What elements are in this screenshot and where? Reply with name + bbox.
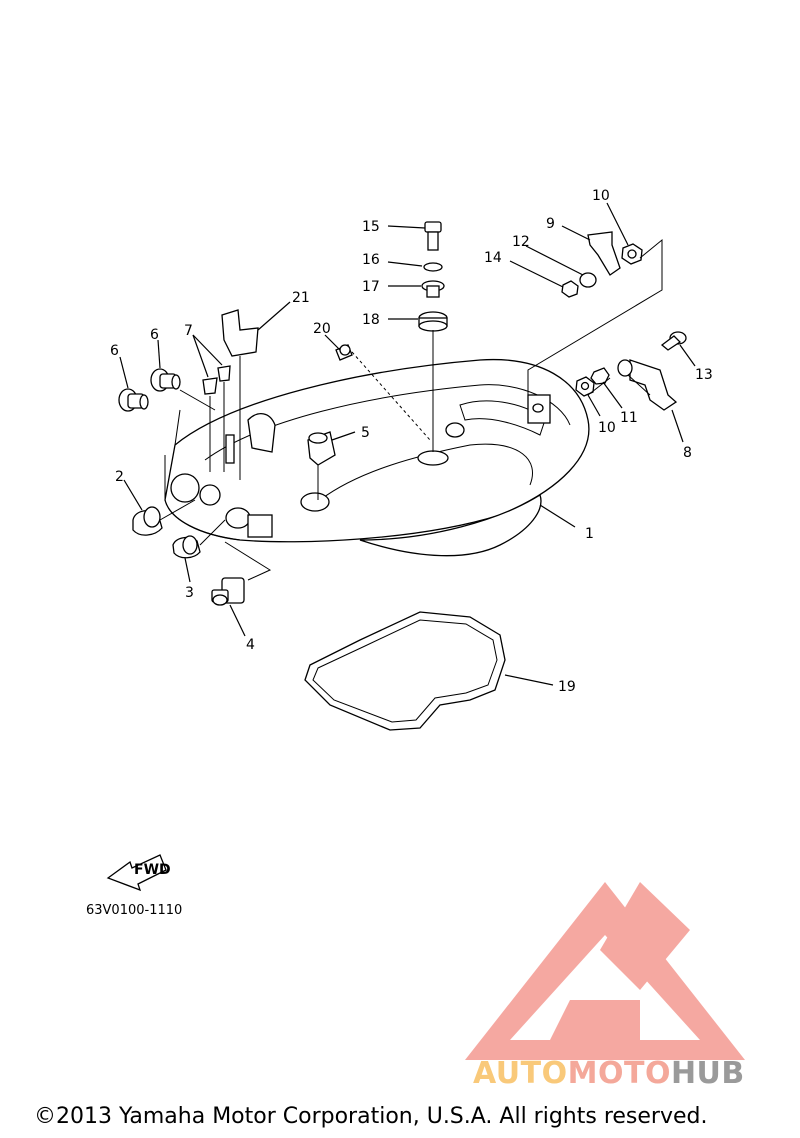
- callout-10a: 10: [592, 188, 610, 204]
- diagram-code: 63V0100-1110: [86, 903, 183, 918]
- plugs-7: [202, 365, 231, 395]
- plug-2: [132, 506, 163, 536]
- callout-11: 11: [620, 410, 638, 426]
- leader-lines: [119, 202, 696, 686]
- damper-18: [418, 311, 448, 332]
- bottom-cowling: [164, 358, 590, 557]
- callout-5: 5: [361, 425, 370, 441]
- bracket-9: [587, 231, 621, 276]
- callout-3: 3: [185, 585, 194, 601]
- plug-3: [172, 535, 201, 559]
- callout-12: 12: [512, 234, 530, 250]
- callouts: 1 2 3 4 5 6 6 7 8 9 10 10 11 12 13 14 15…: [110, 188, 713, 695]
- callout-7: 7: [184, 323, 193, 339]
- grommet-4: [211, 577, 245, 606]
- washer-16: [423, 262, 443, 272]
- screw-20: [335, 344, 353, 361]
- bracket-8: [617, 359, 678, 411]
- assembly-lines: [159, 238, 663, 581]
- callout-2: 2: [115, 469, 124, 485]
- callout-13: 13: [695, 367, 713, 383]
- callout-17: 17: [362, 279, 380, 295]
- copyright-notice: ©2013 Yamaha Motor Corporation, U.S.A. A…: [34, 1104, 708, 1129]
- callout-14: 14: [484, 250, 502, 266]
- callout-10b: 10: [598, 420, 616, 436]
- callout-18: 18: [362, 312, 380, 328]
- callout-16: 16: [362, 252, 380, 268]
- collar-17: [421, 280, 445, 298]
- watermark-logo: [465, 882, 745, 1060]
- callout-6a: 6: [110, 343, 119, 359]
- callout-6b: 6: [150, 327, 159, 343]
- callout-8: 8: [683, 445, 692, 461]
- nut-10a: [621, 243, 643, 265]
- callout-9: 9: [546, 216, 555, 232]
- bolt-15: [424, 221, 442, 251]
- callout-1: 1: [585, 526, 594, 542]
- watermark-hub: HUB: [670, 1056, 745, 1091]
- callout-21: 21: [292, 290, 310, 306]
- watermark-text: AUTOMOTOHUB: [473, 1056, 745, 1091]
- callout-20: 20: [313, 321, 331, 337]
- watermark-moto: MOTO: [567, 1056, 671, 1091]
- fwd-label: FWD: [134, 862, 171, 878]
- grommet-6b: [150, 368, 181, 392]
- nut-14: [561, 280, 579, 298]
- gasket: [304, 611, 506, 731]
- washer-12: [579, 272, 597, 288]
- bolt-13: [660, 331, 687, 351]
- callout-15: 15: [362, 219, 380, 235]
- callout-19: 19: [558, 679, 576, 695]
- grommet-6a: [118, 388, 149, 412]
- callout-4: 4: [246, 637, 255, 653]
- fwd-arrow: FWD: [106, 854, 171, 892]
- bracket-21: [221, 309, 259, 357]
- nut-10b: [575, 376, 595, 397]
- watermark-auto: AUTO: [473, 1056, 568, 1091]
- clip-5: [307, 431, 336, 466]
- washer-11: [590, 367, 610, 385]
